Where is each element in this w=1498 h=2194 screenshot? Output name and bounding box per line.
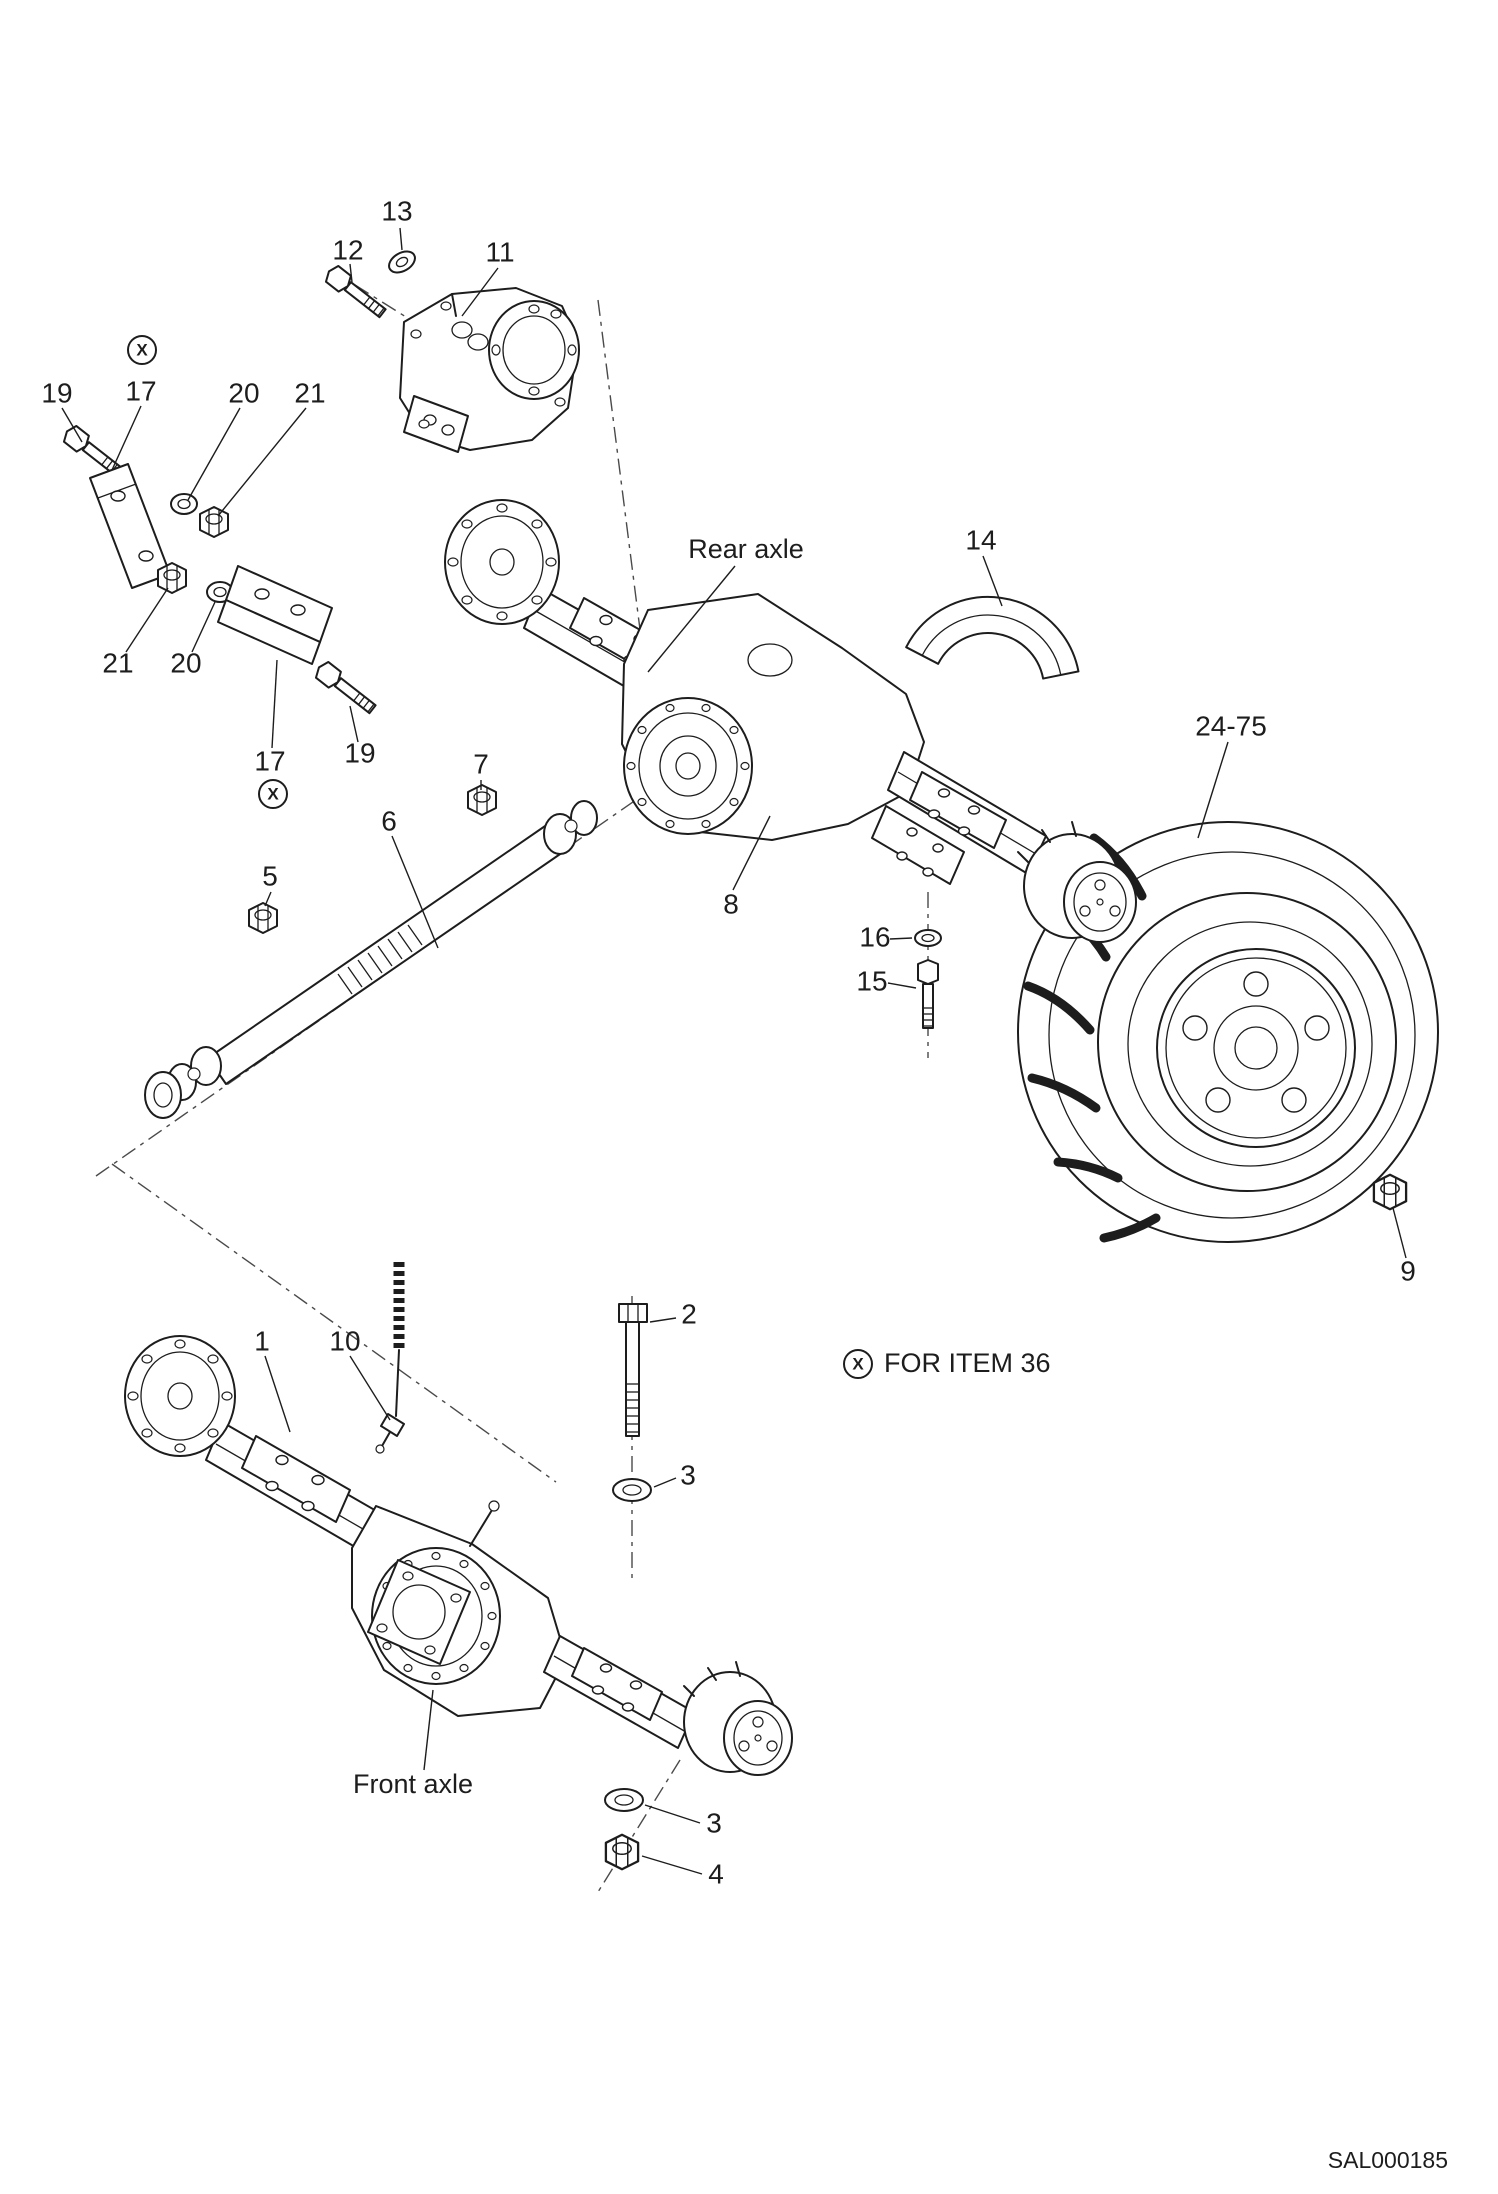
rear-axle-label: Rear axle	[688, 534, 804, 564]
motor-face	[488, 300, 580, 400]
part-callout-8: 8	[723, 888, 739, 919]
part-callout-20: 20	[170, 647, 201, 678]
part-callout-2: 2	[681, 1298, 697, 1329]
part-callout-11: 11	[485, 236, 514, 267]
hydraulic-motor	[399, 287, 580, 453]
part-callout-16: 16	[859, 921, 890, 952]
circled-x-symbol: X	[127, 335, 157, 365]
part-callout-19: 19	[344, 737, 375, 768]
motor-valve-block	[403, 395, 469, 453]
circle-outline	[258, 779, 288, 809]
part-washer-16	[914, 929, 942, 947]
tread-lug	[1023, 981, 1095, 1035]
rear-lower-bracket-plate	[871, 805, 965, 885]
part-washer-3-upper	[612, 1478, 652, 1502]
for-item-note: FOR ITEM 36	[884, 1348, 1051, 1378]
part-bracket-17-lower	[217, 565, 333, 665]
x-glyph: X	[267, 784, 279, 803]
part-callout-17: 17	[125, 375, 156, 406]
part-callout-24-75: 24-75	[1195, 710, 1267, 741]
part-callout-6: 6	[381, 805, 397, 836]
part-bolt-19-lower	[311, 658, 380, 719]
part-callout-15: 15	[856, 965, 887, 996]
front-left-hub-flange	[124, 1335, 236, 1457]
part-nut-9	[1372, 1173, 1408, 1211]
part-washer-20-upper	[170, 493, 198, 515]
rim-bolt-hole	[1205, 1087, 1231, 1113]
part-bolt-15	[917, 959, 939, 1029]
drawing-code: SAL000185	[1328, 2147, 1448, 2173]
part-callout-10: 10	[329, 1325, 360, 1356]
part-callout-1: 1	[254, 1325, 270, 1356]
leader-lines	[61, 227, 1407, 1875]
labels-layer: Rear axle Front axle FOR ITEM 36 SAL0001…	[41, 195, 1448, 2173]
part-callout-20: 20	[228, 377, 259, 408]
x-glyph: X	[136, 340, 148, 359]
part-callout-7: 7	[473, 748, 489, 779]
part-callout-4: 4	[708, 1858, 724, 1889]
part-nut-4	[604, 1833, 640, 1871]
front-axle-label: Front axle	[353, 1769, 473, 1799]
part-callout-3: 3	[680, 1459, 696, 1490]
rear-axle-assembly	[444, 499, 1137, 943]
part-nut-21-upper	[199, 506, 229, 538]
circled-x-symbol: X	[843, 1349, 873, 1379]
rim-bolt-hole	[1304, 1015, 1330, 1041]
rim-bolt-hole	[1281, 1087, 1307, 1113]
fender	[905, 595, 1080, 680]
tread-lug	[1027, 1073, 1101, 1113]
part-grease-hose-10	[375, 1262, 405, 1454]
front-input-flange	[367, 1559, 471, 1665]
rear-diff-cover	[623, 697, 753, 835]
front-right-mount-plate	[571, 1647, 663, 1721]
part-washer-13	[388, 250, 416, 274]
part-callout-21: 21	[102, 647, 133, 678]
part-callout-9: 9	[1400, 1255, 1416, 1286]
rim-bolt-hole	[1182, 1015, 1208, 1041]
part-callout-17: 17	[254, 745, 285, 776]
front-left-mount-plate	[241, 1435, 351, 1523]
rear-right-mount-plate	[909, 771, 1007, 849]
part-bolt-12	[321, 262, 390, 323]
rim-bolt-hole	[1243, 971, 1269, 997]
part-callout-21: 21	[294, 377, 325, 408]
part-callout-14: 14	[965, 524, 996, 555]
driveshaft	[144, 800, 598, 1119]
circle-outline	[127, 335, 157, 365]
front-axle-assembly	[124, 1335, 793, 1776]
x-glyph: X	[852, 1354, 864, 1373]
circle-outline	[843, 1349, 873, 1379]
rear-left-hub-flange	[444, 499, 560, 625]
part-nut-5	[248, 902, 278, 934]
part-nut-21-lower	[157, 562, 187, 594]
tread-lug	[1099, 1213, 1161, 1243]
part-nut-7	[467, 784, 497, 816]
part-callout-13: 13	[381, 195, 412, 226]
part-bolt-2	[618, 1303, 648, 1437]
part-washer-3-lower	[604, 1788, 644, 1812]
circled-x-symbol: X	[258, 779, 288, 809]
part-callout-5: 5	[262, 860, 278, 891]
part-callout-12: 12	[332, 234, 363, 265]
tread-lug	[1053, 1157, 1123, 1183]
part-callout-19: 19	[41, 377, 72, 408]
part-callout-3: 3	[706, 1807, 722, 1838]
